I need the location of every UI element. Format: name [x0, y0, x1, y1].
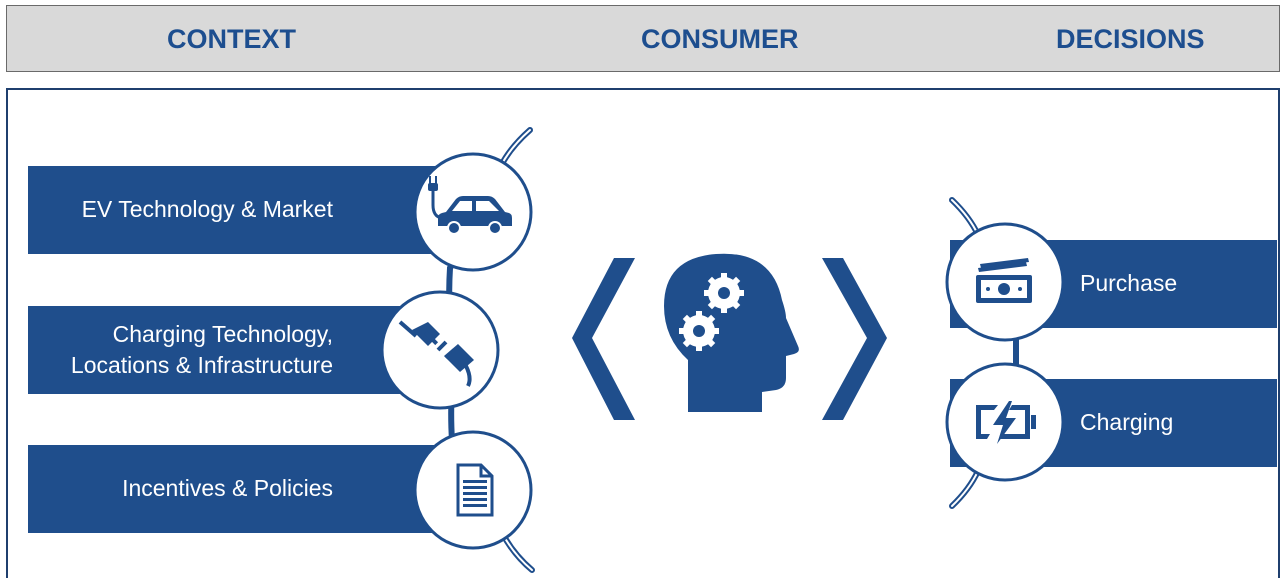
context-circle-incentives: [413, 430, 533, 550]
decision-label-purchase: Purchase: [1080, 270, 1178, 297]
header-bar: CONTEXT CONSUMER DECISIONS: [6, 5, 1280, 72]
header-consumer: CONSUMER: [641, 24, 799, 54]
decision-circle-purchase: [945, 222, 1065, 342]
context-label-incentives: Incentives & Policies: [122, 475, 333, 502]
right-chevron-icon: [822, 258, 887, 420]
context-bar-ev-technology: EV Technology & Market: [28, 166, 468, 254]
header-context: CONTEXT: [167, 24, 297, 54]
header-decisions: DECISIONS: [1056, 24, 1205, 54]
plug-connector-icon: [398, 320, 474, 387]
context-label-ev-technology: EV Technology & Market: [81, 196, 333, 223]
money-bills-icon: [976, 258, 1032, 303]
left-chevron-icon: [572, 258, 635, 420]
diagram-panel: [6, 88, 1280, 578]
context-circle-charging: [380, 290, 500, 410]
head-gears-icon: [664, 253, 799, 412]
battery-charging-icon: [976, 401, 1036, 444]
ev-car-plug-icon: [428, 176, 512, 235]
context-bar-incentives: Incentives & Policies: [28, 445, 468, 533]
decision-circle-charging: [945, 362, 1065, 482]
context-label-charging-technology: Charging Technology, Locations & Infrast…: [70, 320, 333, 378]
document-icon: [456, 463, 494, 517]
decision-label-charging: Charging: [1080, 409, 1174, 436]
context-circle-ev: [413, 152, 533, 272]
